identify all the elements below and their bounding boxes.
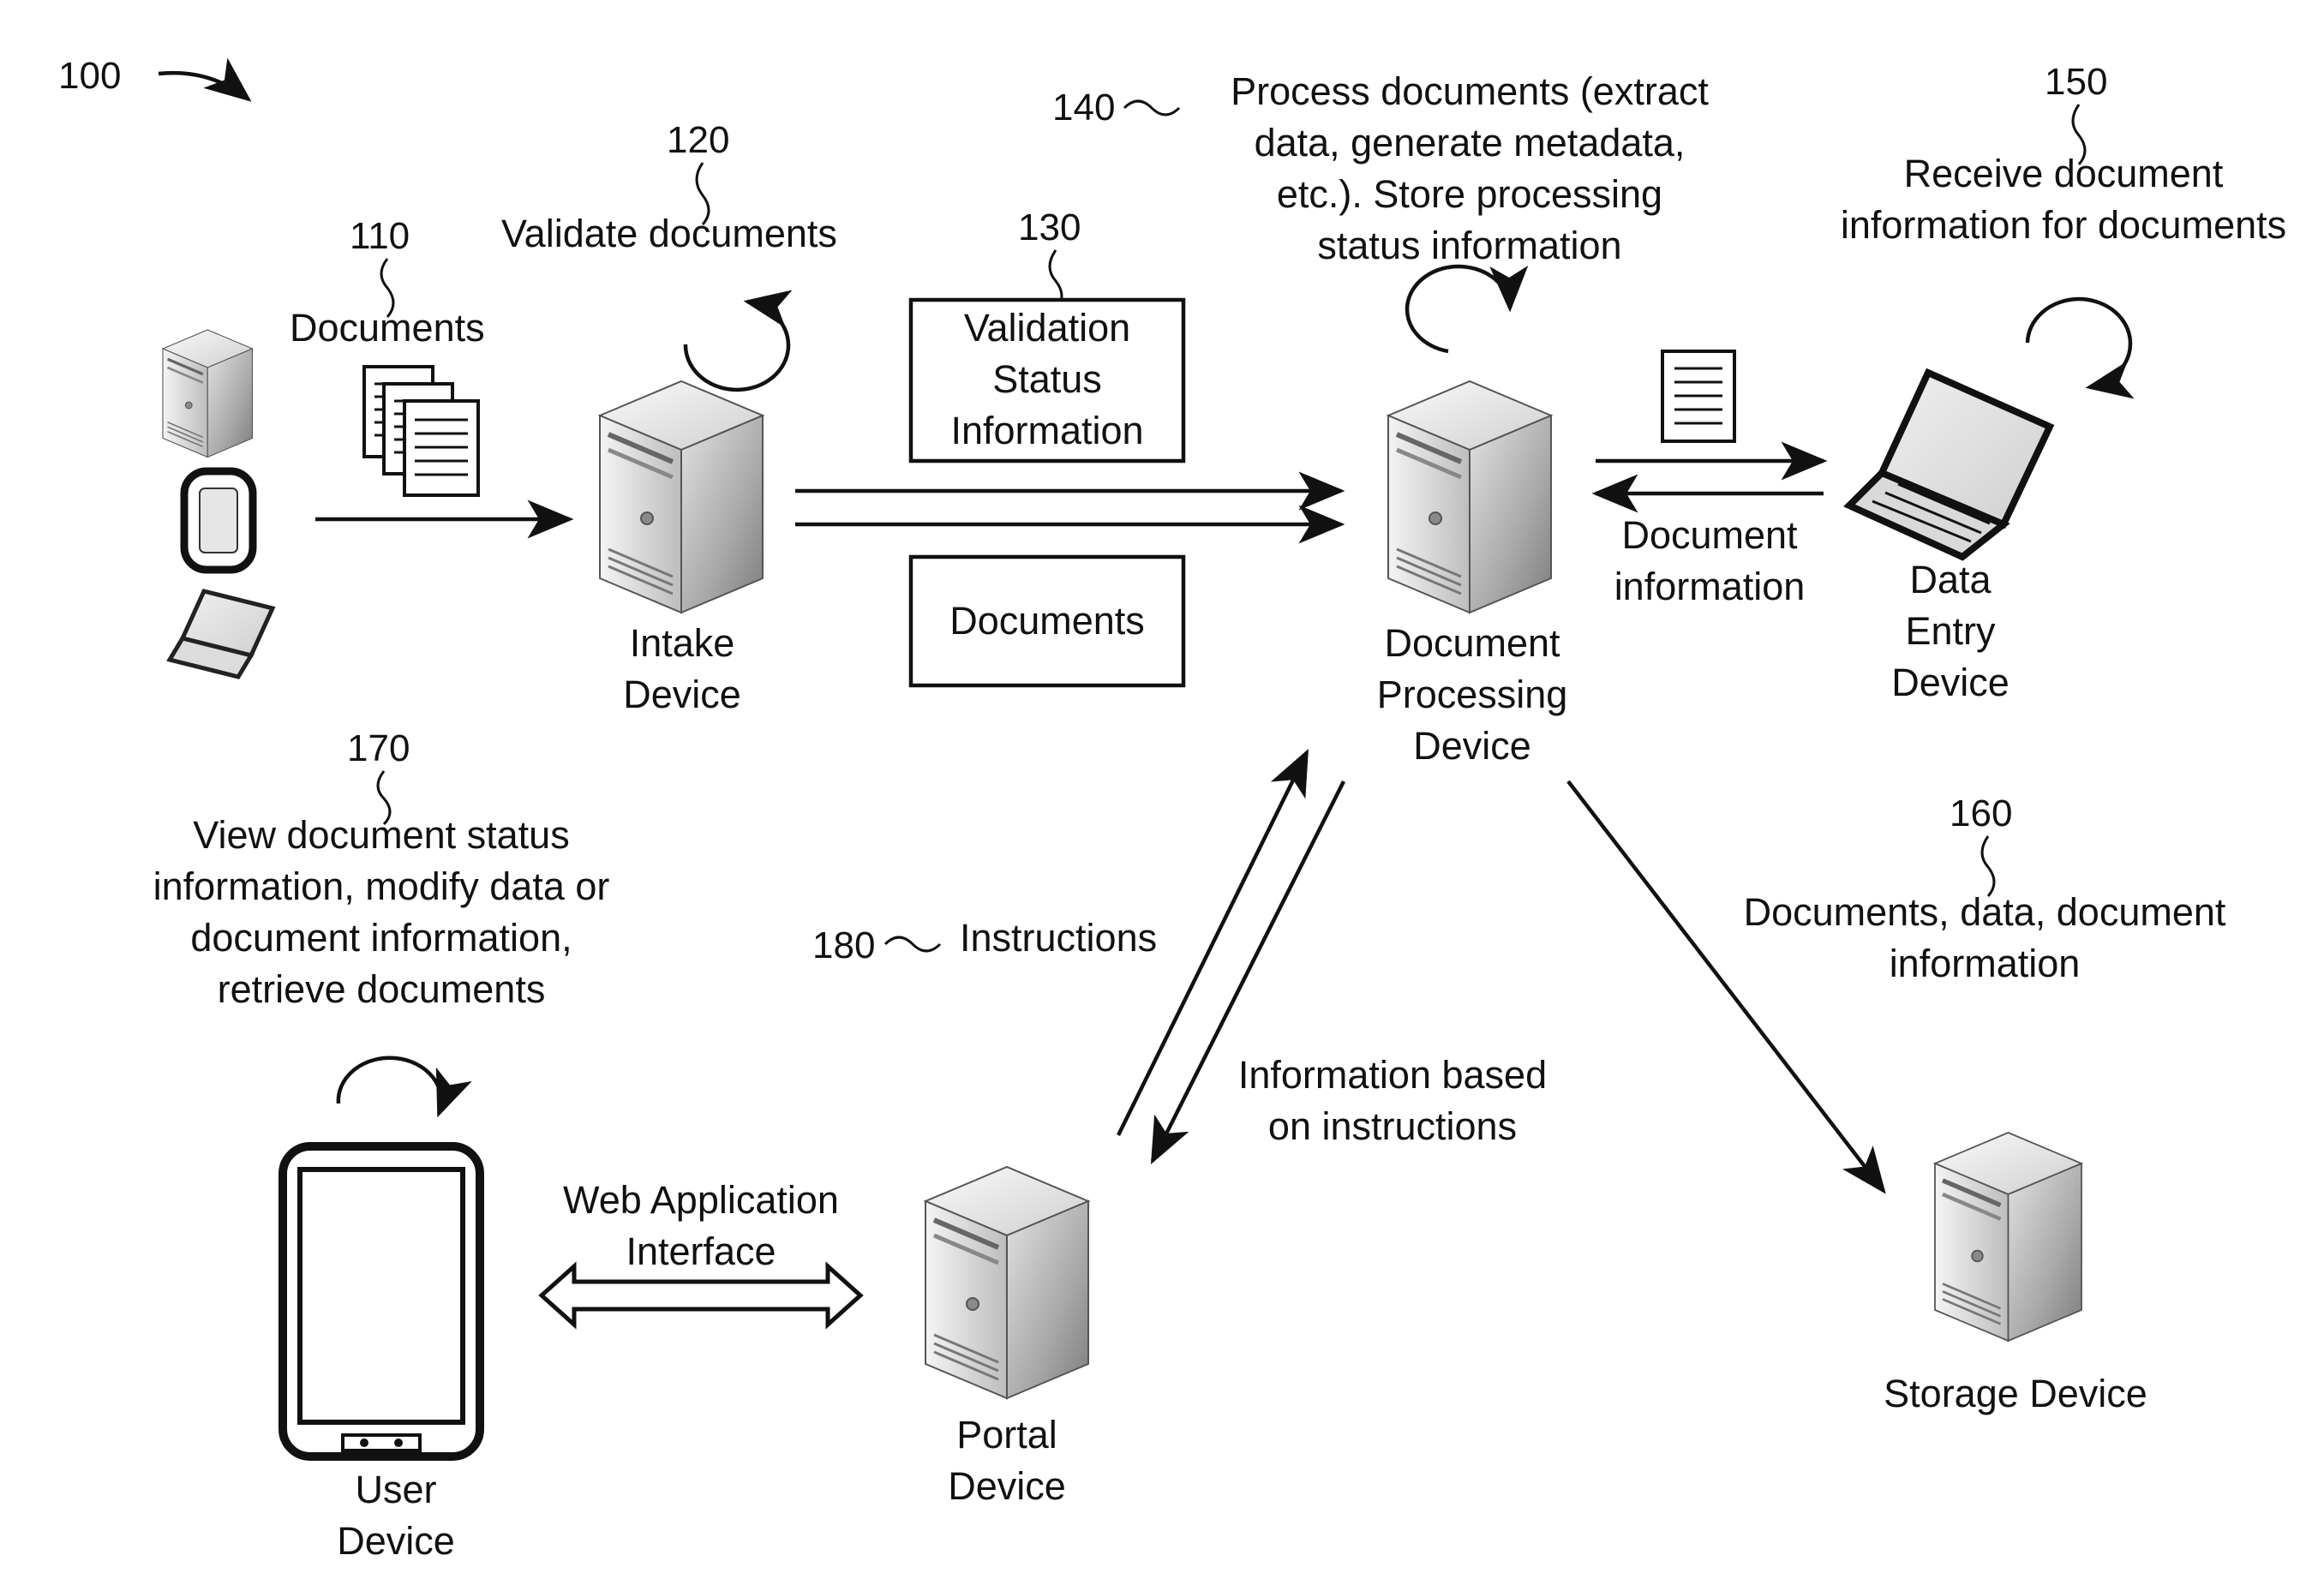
storage-server-icon <box>1935 1133 2081 1341</box>
svg-text:Document: Document <box>1384 621 1560 665</box>
svg-text:Document: Document <box>1621 513 1798 557</box>
status-130: 130 <box>1018 206 1081 311</box>
document-icon <box>1661 350 1736 443</box>
validate-120: 120 Validate documents <box>501 119 837 255</box>
svg-text:170: 170 <box>347 727 410 769</box>
svg-text:Instructions: Instructions <box>960 916 1157 960</box>
view-170: 170 View document status information, mo… <box>153 727 610 1011</box>
svg-text:Entry: Entry <box>1905 609 1996 653</box>
user-device-label: User Device <box>337 1468 455 1563</box>
data-entry-device-label: Data Entry Device <box>1891 558 2010 704</box>
svg-text:Validation: Validation <box>964 306 1130 350</box>
svg-text:Processing: Processing <box>1377 673 1568 716</box>
storage-160: 160 Documents, data, document informatio… <box>1744 793 2226 985</box>
svg-text:Intake: Intake <box>630 621 735 665</box>
instructions-180: 180 Instructions <box>812 916 1157 966</box>
svg-text:Storage Device: Storage Device <box>1884 1372 2147 1415</box>
svg-text:Status: Status <box>992 357 1102 401</box>
processing-server-icon <box>1388 381 1551 613</box>
svg-text:Device: Device <box>1413 724 1531 768</box>
portal-server-icon <box>925 1167 1088 1398</box>
document-information-label: Document information <box>1614 513 1806 608</box>
svg-text:Data: Data <box>1909 558 1992 601</box>
svg-text:Web Application: Web Application <box>563 1178 839 1222</box>
svg-text:160: 160 <box>1950 793 2012 834</box>
svg-text:information, modify data or: information, modify data or <box>153 864 610 908</box>
svg-text:Validate documents: Validate documents <box>501 212 837 255</box>
svg-text:Portal: Portal <box>956 1413 1057 1456</box>
information-based-on-instructions: Information based on instructions <box>1238 1053 1547 1148</box>
svg-text:180: 180 <box>812 924 875 966</box>
svg-text:Device: Device <box>1891 661 2010 704</box>
svg-text:document information,: document information, <box>190 916 572 960</box>
arrow-processing-to-storage <box>1566 780 1886 1194</box>
svg-text:Device: Device <box>948 1464 1066 1508</box>
phone-icon <box>180 467 257 574</box>
svg-text:status information: status information <box>1317 224 1621 267</box>
documents-stack-icon <box>362 365 480 497</box>
portal-device-label: Portal Device <box>948 1413 1066 1508</box>
svg-text:Documents, data, document: Documents, data, document <box>1744 890 2226 934</box>
svg-text:Process documents (extract: Process documents (extract <box>1231 69 1709 113</box>
intake-device-label: Intake Device <box>623 621 741 716</box>
svg-text:information: information <box>1890 942 2081 985</box>
tablet-icon <box>279 1142 484 1461</box>
web-application-interface: Web Application Interface <box>538 1178 864 1330</box>
svg-text:100: 100 <box>58 55 121 97</box>
svg-text:information for documents: information for documents <box>1841 203 2286 247</box>
intake-server-icon <box>600 381 763 613</box>
source-laptop-icon <box>170 591 273 677</box>
data-entry-loop-arrow-icon <box>2025 296 2135 399</box>
svg-text:Information based: Information based <box>1238 1053 1547 1097</box>
svg-text:data, generate metadata,: data, generate metadata, <box>1255 121 1686 164</box>
svg-text:Documents: Documents <box>290 306 485 350</box>
storage-device-label: Storage Device <box>1884 1372 2147 1415</box>
svg-text:130: 130 <box>1018 206 1081 248</box>
receive-150: 150 Receive document information for doc… <box>1841 61 2286 247</box>
svg-text:110: 110 <box>350 215 410 257</box>
svg-text:on instructions: on instructions <box>1268 1104 1517 1148</box>
processing-loop-arrow-icon <box>1405 264 1529 354</box>
svg-text:View document status: View document status <box>193 813 569 857</box>
arrow-portal-to-processing <box>1116 748 1309 1136</box>
svg-text:140: 140 <box>1052 87 1115 129</box>
svg-text:Device: Device <box>623 673 741 716</box>
svg-text:Information: Information <box>950 409 1143 452</box>
source-server-icon <box>161 328 255 459</box>
user-loop-arrow-icon <box>336 1056 472 1118</box>
processing-device-label: Document Processing Device <box>1377 621 1568 768</box>
svg-text:120: 120 <box>667 119 729 161</box>
documents-box: Documents <box>908 554 1186 688</box>
svg-text:150: 150 <box>2045 61 2107 103</box>
arrow-processing-to-portal <box>1150 780 1346 1165</box>
svg-text:retrieve documents: retrieve documents <box>218 967 546 1011</box>
svg-text:information: information <box>1614 565 1806 608</box>
double-arrow-icon <box>538 1261 864 1330</box>
intake-loop-arrow-icon <box>683 290 793 392</box>
documents-110: 110 Documents <box>290 215 485 350</box>
svg-text:User: User <box>355 1468 436 1511</box>
process-140: 140 Process documents (extract data, gen… <box>1052 69 1709 267</box>
validation-status-box: Validation Status Information <box>908 297 1186 464</box>
svg-text:Receive document: Receive document <box>1904 152 2224 195</box>
svg-text:Documents: Documents <box>949 599 1145 643</box>
svg-text:Device: Device <box>337 1519 455 1563</box>
svg-text:Interface: Interface <box>626 1229 776 1273</box>
svg-text:etc.). Store processing: etc.). Store processing <box>1277 172 1662 216</box>
laptop-icon <box>1843 368 2055 561</box>
figure-ref-100: 100 <box>58 55 252 102</box>
